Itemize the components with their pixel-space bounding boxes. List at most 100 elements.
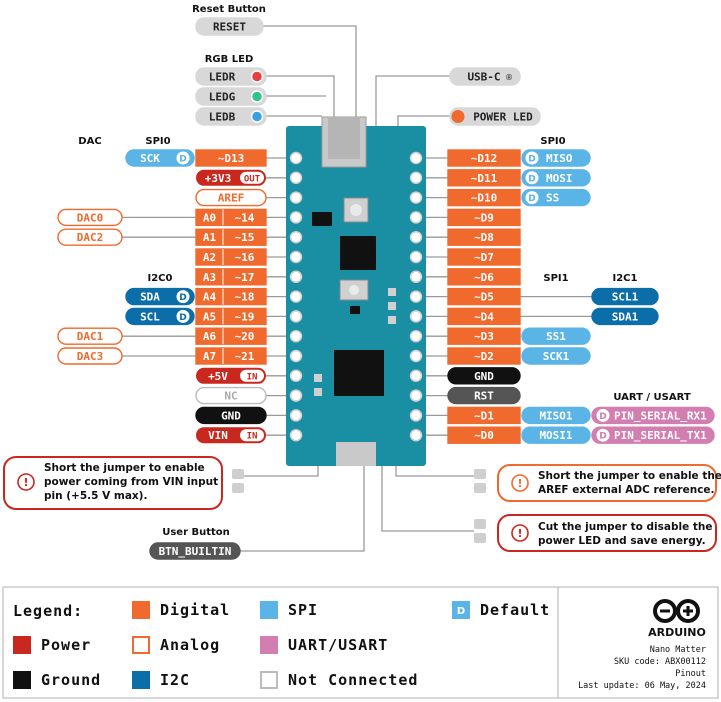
right-pin-0-extra-0: MISO [546,152,573,165]
right-pin-9-label: ~D3 [474,330,494,343]
right-pin-12-label: RST [474,390,494,403]
right-pin-10-label: ~D2 [474,350,494,363]
right-pin-2-extra-0-default-badge-letter: D [528,194,535,204]
usb-c-label: USB-C [467,71,500,84]
user-button-cap [349,285,359,295]
right-pin-0-extra-0-default-badge-letter: D [528,155,535,165]
right-pin-0-extra-0-bg [521,149,591,167]
note-vin-line3: pin (+5.5 V max). [44,490,147,502]
header-pad-left [289,389,303,402]
header-pad-left [289,329,303,343]
left-pin-1-tag: OUT [244,174,261,184]
legend-analog-swatch [132,636,150,654]
info-block: ARDUINO Nano Matter SKU code: ABX00112 P… [578,599,706,691]
left-pin-8-analog-num: A5 [203,310,216,323]
left-pin-4-analog-num: A1 [203,231,217,244]
note-aref-line1: Short the jumper to enable the [538,470,721,482]
legend-spi-swatch [260,601,278,619]
regulator-chip [312,212,332,226]
header-pad-right [409,369,423,383]
rgb-ledr-label-bg [195,67,267,86]
note-led-line2: power LED and save energy. [538,535,706,547]
left-pin-5-label: ~16 [235,251,255,264]
vin-jumper-pad-a [232,469,244,479]
warning-icon [511,524,529,542]
right-pin-10-extra-0: SCK1 [543,350,570,363]
warning-icon-glyph: ! [517,527,522,540]
right-pin-8-extra-0: SDA1 [612,310,639,323]
doc-type: Pinout [675,669,706,679]
user-button-label: BTN_BUILTIN [159,545,232,558]
left-pin-14-tag-bg [240,429,264,442]
left-pin-0-label: ~D13 [218,152,245,165]
header-pad-left [289,191,303,204]
left-pin-7-extra-0-default-badge-letter: D [179,293,186,303]
header-pad-left [289,230,303,244]
left-pin-11-label: +5V [208,370,228,383]
legend-uart-swatch [260,636,278,654]
left-pin-2-label: AREF [218,192,245,205]
left-pin-0-extra-0-bg [125,149,195,167]
board-test-pad [388,288,396,296]
right-pin-3-label: ~D9 [474,211,494,224]
legend-default-badge-letter: D [457,606,465,617]
header-pad-right [409,250,423,264]
left-pin-7-extra-0-bg [125,287,195,306]
left-pin-7-extra-0: SDA [140,291,160,304]
board-pads [289,151,423,442]
right-pin-14-extra-0-bg [521,426,591,444]
right-pin-13-label: ~D1 [474,409,494,422]
note-aref-jumper: ! Short the jumper to enable the AREF ex… [497,464,721,502]
right-pin-12-label-bg [447,386,521,405]
header-pad-right [409,171,423,185]
header-pad-right [409,329,423,343]
header-pad-right [409,230,423,244]
right-pin-9-extra-0: SS1 [546,330,566,343]
sku-code: SKU code: ABX00112 [614,657,706,667]
left-pin-9-extra-0-bg [57,327,123,345]
rgb-ledg-label-bg [195,87,267,106]
right-pin-9-label-bg [447,327,521,345]
rgb-ledr-dot [250,70,264,83]
nano-matter-board [286,116,426,466]
left-pin-10-extra-0: DAC3 [77,350,104,363]
header-pad-left [289,310,303,323]
board-test-pad [388,316,396,324]
power-led-label-bg [449,107,541,126]
legend-i2c-swatch [132,671,150,689]
legend-spi-label: SPI [288,601,318,619]
legend-digital-swatch [132,601,150,619]
legend-analog-label: Analog [160,636,220,654]
right-pin-14-extra-1-default-badge-letter: D [599,432,606,442]
usb-c-registered-mark: ® [505,73,513,82]
left-pin-1-tag-bg [240,171,264,184]
left-pin-4-extra-0-bg [57,228,123,246]
right-pin-0-label-bg [447,149,521,167]
legend-digital-label: Digital [160,601,230,619]
legend-ground-label: Ground [41,671,101,689]
left-pin-12-label: NC [224,390,237,403]
right-pin-7-extra-0-bg [591,287,659,306]
header-spi0-left: SPI0 [145,136,170,147]
legend-nc-label: Not Connected [288,671,418,689]
led-jumper-pad-a [474,519,486,529]
warning-icon-glyph: ! [23,476,28,489]
aref-jumper-pad-a [474,469,486,479]
reset-label: RESET [213,21,246,34]
header-pad-left [289,409,303,422]
header-dac: DAC [78,136,101,147]
right-pin-7-label: ~D5 [474,291,494,304]
right-pin-8-extra-0-bg [591,307,659,326]
right-pin-8-label-bg [447,307,521,326]
left-pin-0-extra-0-default-badge [176,151,190,165]
legend-nc-swatch [260,671,278,689]
note-led-jumper: ! Cut the jumper to disable the power LE… [497,514,717,552]
vin-jumper-pad-b [232,483,244,493]
right-pin-5-label: ~D7 [474,251,494,264]
left-pin-11-tag-bg [240,369,264,382]
left-pin-4-extra-0: DAC2 [77,231,104,244]
small-component [350,306,360,314]
board-test-pad [314,374,322,382]
